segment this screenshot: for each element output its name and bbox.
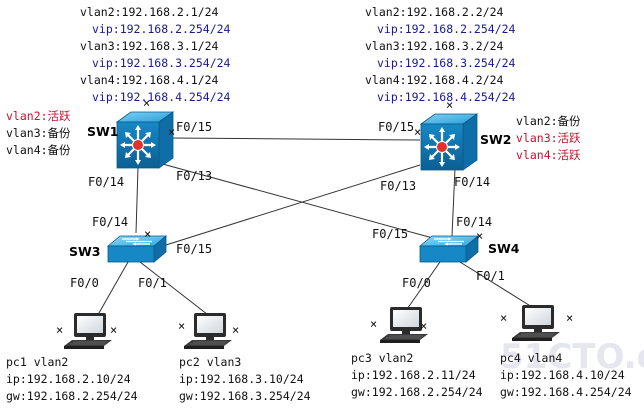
- pc1-ip: ip:192.168.2.10/24: [6, 372, 131, 386]
- link-sw4-pc3: [404, 261, 441, 313]
- connector-x-icon: ×: [178, 319, 185, 333]
- sw4-label: SW4: [488, 241, 520, 256]
- connector-x-icon: ×: [144, 227, 151, 241]
- sw2-vlan4-vip: vip:192.168.4.254/24: [377, 90, 516, 104]
- link-sw1-sw2: [169, 137, 421, 141]
- pc2-name: pc2 vlan3: [179, 355, 241, 369]
- sw2-vlan4-role: vlan4:活跃: [516, 148, 581, 162]
- pc3-gw: gw:192.168.2.254/24: [351, 385, 483, 399]
- sw2-vlan2-ip: vlan2:192.168.2.2/24: [365, 5, 504, 19]
- sw2-label: SW2: [480, 132, 512, 147]
- pc1-name: pc1 vlan2: [6, 355, 68, 369]
- link-sw2-sw4: [451, 167, 456, 237]
- port-label: F0/1: [138, 276, 167, 290]
- link-sw1-sw3: [135, 166, 139, 234]
- sw2-vlan3-vip: vip:192.168.3.254/24: [377, 56, 516, 70]
- connector-x-icon: ×: [110, 323, 117, 337]
- sw1-label: SW1: [87, 124, 119, 139]
- watermark-text: 51CTO.com: [500, 337, 644, 377]
- sw1-vlan3-vip: vip:192.168.3.254/24: [92, 56, 231, 70]
- sw1-vlan3-ip: vlan3:192.168.3.1/24: [80, 39, 219, 53]
- sw1-vrrp-roles: vlan2:活跃 vlan3:备份 vlan4:备份: [6, 109, 71, 157]
- pc-icon: [63, 312, 113, 350]
- connector-x-icon: ×: [414, 125, 421, 139]
- port-label: F0/13: [176, 169, 212, 183]
- connector-x-icon: ×: [168, 125, 175, 139]
- connector-x-icon: ×: [370, 317, 377, 331]
- pc-icon: [511, 304, 561, 342]
- sw2-vlan3-ip: vlan3:192.168.3.2/24: [365, 39, 504, 53]
- pc1-workstation[interactable]: [63, 312, 113, 350]
- pc2-workstation[interactable]: [183, 312, 233, 350]
- sw4-switch[interactable]: [419, 235, 479, 263]
- port-label: F0/0: [402, 276, 431, 290]
- pc4-name: pc4 vlan4: [500, 351, 562, 365]
- sw1-vlan2-role: vlan2:活跃: [6, 109, 71, 123]
- sw3-label: SW3: [69, 244, 101, 259]
- sw1-vlan4-vip: vip:192.168.4.254/24: [92, 90, 231, 104]
- pc1-gw: gw:192.168.2.254/24: [6, 389, 138, 403]
- link-sw3-pc2: [139, 261, 213, 319]
- port-label: F0/13: [380, 179, 416, 193]
- pc4-ip: ip:192.168.4.10/24: [500, 368, 625, 382]
- port-label: F0/15: [176, 242, 212, 256]
- sw1-vlan2-ip: vlan2:192.168.2.1/24: [80, 5, 219, 19]
- link-sw3-pc1: [94, 261, 129, 321]
- connector-x-icon: ×: [420, 319, 427, 333]
- pc-icon: [183, 312, 233, 350]
- workgroup-switch-icon: [419, 235, 479, 263]
- connector-x-icon: ×: [232, 323, 239, 337]
- sw1-vlan2-vip: vip:192.168.2.254/24: [92, 22, 231, 36]
- port-label: F0/14: [456, 215, 492, 229]
- connector-x-icon: ×: [500, 311, 507, 325]
- sw2-vlan2-role: vlan2:备份: [516, 114, 581, 128]
- port-label: F0/14: [88, 175, 124, 189]
- connector-x-icon: ×: [566, 311, 573, 325]
- pc1-info: pc1 vlan2 ip:192.168.2.10/24 gw:192.168.…: [6, 355, 138, 403]
- sw2-ip-block: vlan2:192.168.2.2/24 vip:192.168.2.254/2…: [365, 5, 516, 104]
- workgroup-switch-icon: [107, 235, 167, 263]
- pc4-info: pc4 vlan4 ip:192.168.4.10/24 gw:192.168.…: [500, 351, 632, 399]
- sw2-vrrp-roles: vlan2:备份 vlan3:活跃 vlan4:活跃: [516, 114, 581, 162]
- port-label: F0/1: [476, 269, 505, 283]
- sw2-vlan3-role: vlan3:活跃: [516, 131, 581, 145]
- pc3-name: pc3 vlan2: [351, 351, 413, 365]
- sw1-ip-block: vlan2:192.168.2.1/24 vip:192.168.2.254/2…: [80, 5, 231, 104]
- port-label: F0/15: [378, 120, 414, 134]
- pc2-ip: ip:192.168.3.10/24: [179, 372, 304, 386]
- port-label: F0/14: [454, 175, 490, 189]
- links: [94, 137, 541, 321]
- connector-markers: × × × × × × × × × × × × × ×: [56, 96, 573, 337]
- port-label: F0/15: [372, 227, 408, 241]
- connector-x-icon: ×: [446, 98, 453, 112]
- sw1-vlan3-role: vlan3:备份: [6, 126, 71, 140]
- sw1-vlan4-role: vlan4:备份: [6, 143, 71, 157]
- sw2-vlan2-vip: vip:192.168.2.254/24: [377, 22, 516, 36]
- connector-x-icon: ×: [476, 229, 483, 243]
- sw1-switch[interactable]: [115, 110, 175, 170]
- multilayer-switch-icon: [115, 110, 175, 170]
- port-labels: F0/15 F0/15 F0/14 F0/13 F0/13 F0/14 F0/1…: [70, 120, 505, 290]
- pc3-info: pc3 vlan2 ip:192.168.2.11/24 gw:192.168.…: [351, 351, 483, 399]
- connector-x-icon: ×: [56, 323, 63, 337]
- port-label: F0/14: [92, 215, 128, 229]
- link-sw4-pc4: [459, 261, 541, 313]
- sw3-switch[interactable]: [107, 235, 167, 263]
- sw2-vlan4-ip: vlan4:192.168.4.2/24: [365, 73, 504, 87]
- pc4-workstation[interactable]: [511, 304, 561, 342]
- pc2-gw: gw:192.168.3.254/24: [179, 389, 311, 403]
- sw2-switch[interactable]: [419, 112, 479, 172]
- link-sw2-sw3: [149, 164, 421, 251]
- link-sw1-sw4: [147, 159, 441, 241]
- connector-x-icon: ×: [143, 96, 150, 110]
- pc2-info: pc2 vlan3 ip:192.168.3.10/24 gw:192.168.…: [179, 355, 311, 403]
- pc4-gw: gw:192.168.4.254/24: [500, 385, 632, 399]
- pc3-ip: ip:192.168.2.11/24: [351, 368, 476, 382]
- sw1-vlan4-ip: vlan4:192.168.4.1/24: [80, 73, 219, 87]
- multilayer-switch-icon: [419, 112, 479, 172]
- port-label: F0/0: [70, 276, 99, 290]
- port-label: F0/15: [176, 120, 212, 134]
